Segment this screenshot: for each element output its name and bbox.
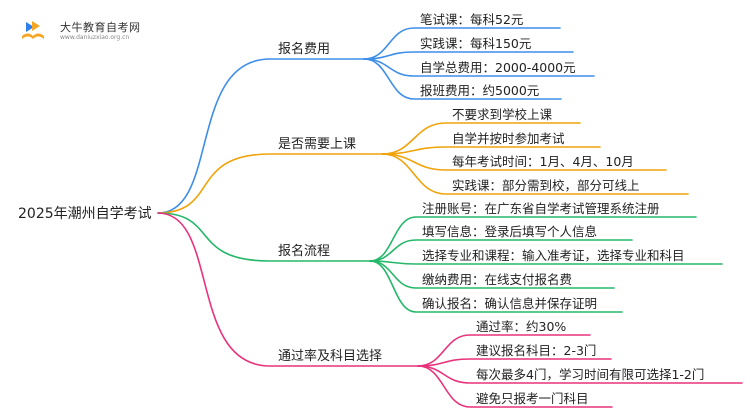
leaf-topic: 通过率：约30%: [476, 319, 567, 334]
leaf-edge: [363, 58, 562, 100]
leaf-topic: 避免只报考一门科目: [476, 391, 589, 406]
watermark-title: 大牛教育自考网: [60, 21, 141, 34]
leaf-topic: 确认报名：确认信息并保存证明: [422, 296, 598, 311]
leaf-edge: [369, 216, 697, 262]
leaf-topic: 实践课：部分需到校，部分可线上: [452, 178, 640, 193]
leaf-topic: 报班费用：约5000元: [420, 83, 540, 98]
branch-edge: [157, 153, 383, 214]
leaf-topic: 注册账号：在广东省自学考试管理系统注册: [422, 201, 660, 216]
leaf-topic: 实践课：每科150元: [420, 36, 532, 51]
branch-topic: 通过率及科目选择: [278, 349, 383, 364]
leaf-topic: 每次最多4门，学习时间有限可选择1-2门: [476, 367, 705, 382]
leaf-topic: 不要求到学校上课: [452, 107, 553, 122]
branch-edge: [157, 212, 419, 367]
leaf-edge: [381, 146, 601, 155]
branch-edge: [157, 212, 371, 262]
leaf-topic: 填写信息：登录后填写个人信息: [422, 224, 598, 239]
leaf-edge: [363, 51, 574, 60]
watermark-logo: 大牛教育自考网 www.daniuzxiao.org.cn: [8, 16, 178, 46]
book-logo-icon: [22, 21, 44, 39]
leaf-topic: 每年考试时间：1月、4月、10月: [452, 154, 634, 169]
branch-topic: 是否需要上课: [278, 137, 357, 152]
leaf-edge: [417, 334, 591, 367]
leaf-topic: 建议报名科目：2-3门: [476, 343, 597, 358]
branch-topic: 报名流程: [278, 244, 331, 259]
leaf-edge: [417, 365, 613, 408]
leaf-edge: [417, 358, 612, 367]
leaf-edge: [369, 260, 623, 313]
leaf-topic: 自学总费用：2000-4000元: [420, 60, 576, 75]
leaf-topic: 缴纳费用：在线支付报名费: [422, 272, 573, 287]
leaf-topic: 自学并按时参加考试: [452, 131, 565, 146]
leaf-edge: [381, 122, 581, 155]
leaf-edge: [381, 153, 689, 195]
branch-edge: [157, 58, 365, 214]
root-topic: 2025年潮州自学考试: [18, 206, 152, 222]
leaf-topic: 选择专业和课程：输入准考证，选择专业和科目: [422, 248, 685, 263]
leaf-topic: 笔试课：每科52元: [420, 12, 524, 27]
leaf-edge: [381, 153, 667, 171]
branch-topic: 报名费用: [278, 42, 331, 57]
leaf-edge: [369, 239, 633, 262]
watermark-url: www.daniuzxiao.org.cn: [60, 34, 130, 41]
